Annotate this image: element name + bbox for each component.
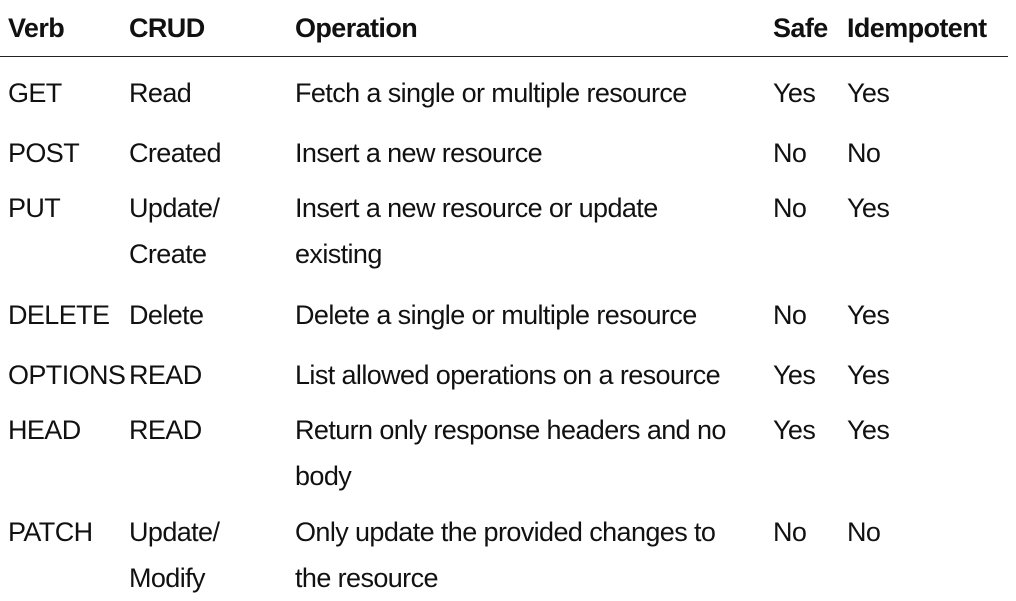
- header-operation: Operation: [287, 0, 765, 57]
- cell-crud: READ: [121, 337, 287, 397]
- table-row: POST Created Insert a new resource No No: [0, 115, 1008, 175]
- table-body: GET Read Fetch a single or multiple reso…: [0, 57, 1008, 601]
- header-safe: Safe: [765, 0, 839, 57]
- cell-idempotent: No: [839, 499, 1008, 601]
- header-verb: Verb: [0, 0, 121, 57]
- cell-idempotent: Yes: [839, 175, 1008, 277]
- cell-safe: Yes: [765, 57, 839, 116]
- table-row: DELETE Delete Delete a single or multipl…: [0, 277, 1008, 337]
- cell-crud: Read: [121, 57, 287, 116]
- cell-safe: No: [765, 175, 839, 277]
- header-crud: CRUD: [121, 0, 287, 57]
- cell-verb: DELETE: [0, 277, 121, 337]
- header-row: Verb CRUD Operation Safe Idempotent: [0, 0, 1008, 57]
- cell-idempotent: No: [839, 115, 1008, 175]
- cell-operation: Delete a single or multiple resource: [287, 277, 765, 337]
- cell-operation: Insert a new resource: [287, 115, 765, 175]
- cell-idempotent: Yes: [839, 337, 1008, 397]
- cell-safe: Yes: [765, 337, 839, 397]
- table-header: Verb CRUD Operation Safe Idempotent: [0, 0, 1008, 57]
- cell-verb: OPTIONS: [0, 337, 121, 397]
- header-idempotent: Idempotent: [839, 0, 1008, 57]
- cell-verb: PUT: [0, 175, 121, 277]
- table-row: GET Read Fetch a single or multiple reso…: [0, 57, 1008, 116]
- cell-idempotent: Yes: [839, 277, 1008, 337]
- table-row: PATCH Update/Modify Only update the prov…: [0, 499, 1008, 601]
- cell-safe: No: [765, 499, 839, 601]
- cell-verb: POST: [0, 115, 121, 175]
- cell-crud: Created: [121, 115, 287, 175]
- table-row: HEAD READ Return only response headers a…: [0, 397, 1008, 499]
- cell-idempotent: Yes: [839, 57, 1008, 116]
- cell-safe: Yes: [765, 397, 839, 499]
- table-row: OPTIONS READ List allowed operations on …: [0, 337, 1008, 397]
- cell-operation: Fetch a single or multiple resource: [287, 57, 765, 116]
- cell-crud: Update/Create: [121, 175, 287, 277]
- cell-verb: PATCH: [0, 499, 121, 601]
- cell-verb: GET: [0, 57, 121, 116]
- cell-idempotent: Yes: [839, 397, 1008, 499]
- cell-verb: HEAD: [0, 397, 121, 499]
- cell-operation: List allowed operations on a resource: [287, 337, 765, 397]
- cell-safe: No: [765, 277, 839, 337]
- cell-crud: Update/Modify: [121, 499, 287, 601]
- table-row: PUT Update/Create Insert a new resource …: [0, 175, 1008, 277]
- cell-safe: No: [765, 115, 839, 175]
- cell-crud: READ: [121, 397, 287, 499]
- cell-crud: Delete: [121, 277, 287, 337]
